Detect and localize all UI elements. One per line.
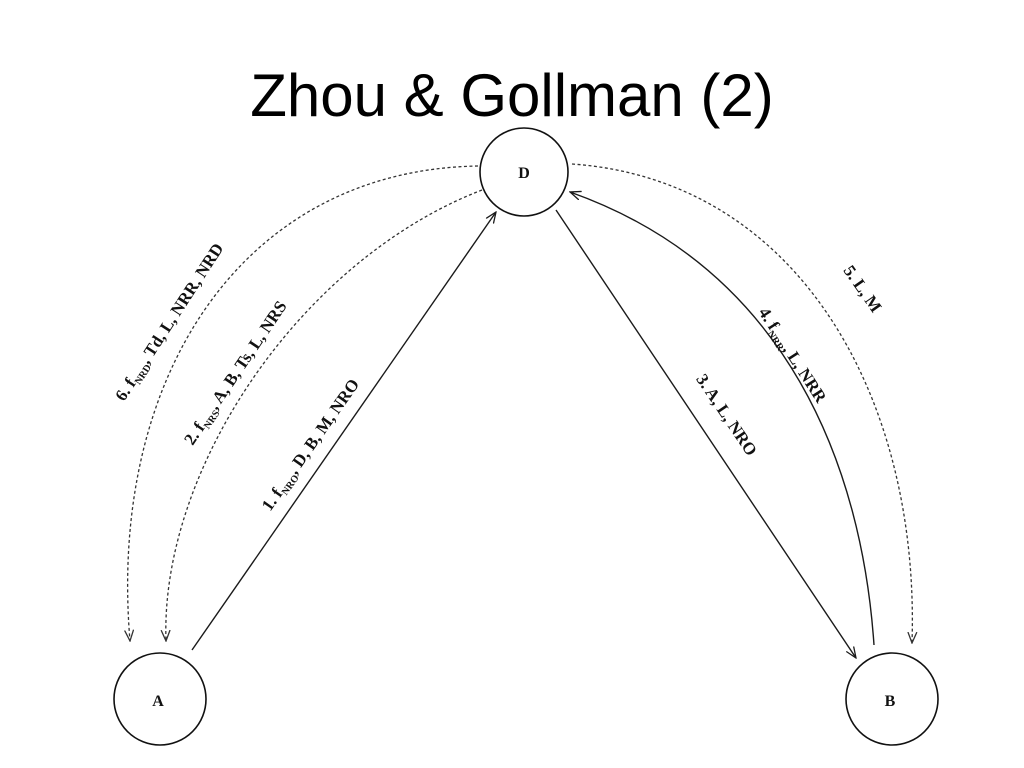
message-2-label: 2. fNRS, A, B, Ts, L, NRS	[180, 297, 293, 450]
edge-3-d-to-b	[555, 209, 856, 658]
edge-1-a-to-d	[191, 212, 496, 651]
message-6-label: 6. fNRD, Td, L, NRR, NRD	[111, 240, 230, 406]
edge-6-d-to-a	[128, 165, 479, 641]
edge-labels: 1. fNRO, D, B, M, NRO 2. fNRS, A, B, Ts,…	[111, 240, 886, 516]
message-5-label: 5. L, M	[840, 262, 886, 316]
node-d-label: D	[518, 165, 530, 182]
edge-4-b-to-d	[570, 192, 875, 646]
edge-5-d-to-b	[571, 163, 912, 643]
edge-2-d-to-a	[166, 189, 483, 641]
edges	[128, 163, 913, 658]
node-b: B	[845, 652, 939, 746]
node-a-label: A	[152, 693, 164, 710]
message-4-label: 4. fNRR, L, NRR	[752, 304, 830, 408]
message-1-label: 1. fNRO, D, B, M, NRO	[258, 375, 366, 516]
slide-title: Zhou & Gollman (2)	[250, 62, 774, 129]
node-b-label: B	[885, 693, 896, 710]
node-d: D	[479, 127, 569, 217]
node-a: A	[113, 652, 207, 746]
message-3-label: 3. A, L, NRO	[692, 370, 761, 459]
